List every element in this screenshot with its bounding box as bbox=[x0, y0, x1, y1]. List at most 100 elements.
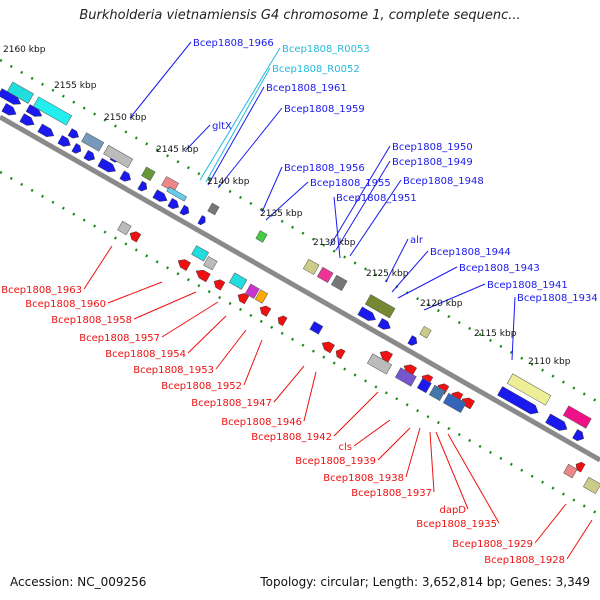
bottom-gene-label[interactable]: Bcep1808_1946 bbox=[221, 417, 302, 428]
forward-gene-arrow bbox=[137, 180, 148, 192]
bottom-gene-label[interactable]: Bcep1808_1935 bbox=[416, 519, 497, 530]
bottom-gene-label[interactable]: dapD bbox=[439, 505, 466, 516]
top-gene-label[interactable]: Bcep1808_1956 bbox=[284, 163, 365, 174]
feature-box bbox=[228, 272, 248, 290]
feature-box bbox=[302, 258, 320, 276]
bottom-gene-label[interactable]: Bcep1808_1958 bbox=[51, 315, 132, 326]
reverse-gene-arrow bbox=[321, 341, 335, 354]
forward-gene-arrow bbox=[179, 204, 190, 216]
forward-gene-arrow bbox=[357, 306, 376, 321]
kbp-tick-label: 2160 kbp bbox=[3, 45, 46, 55]
label-connector bbox=[385, 238, 409, 283]
forward-gene-arrow bbox=[407, 335, 418, 346]
reverse-gene-arrow bbox=[213, 279, 226, 291]
forward-gene-arrow bbox=[497, 386, 539, 415]
forward-gene-arrow bbox=[545, 413, 568, 431]
reverse-gene-arrow bbox=[335, 348, 346, 360]
feature-box bbox=[103, 144, 134, 169]
top-gene-label[interactable]: Bcep1808_1948 bbox=[403, 176, 484, 187]
feature-box bbox=[416, 377, 432, 394]
top-gene-label[interactable]: alr bbox=[410, 235, 424, 246]
feature-box bbox=[563, 463, 578, 479]
map-title: Burkholderia vietnamiensis G4 chromosome… bbox=[79, 8, 521, 23]
label-connector bbox=[207, 86, 265, 186]
top-gene-label[interactable]: Bcep1808_R0053 bbox=[282, 44, 370, 55]
label-connector bbox=[83, 245, 113, 290]
top-gene-label[interactable]: Bcep1808_1966 bbox=[193, 38, 274, 49]
top-gene-label[interactable]: gltX bbox=[212, 121, 232, 132]
feature-box bbox=[207, 202, 220, 216]
top-gene-label[interactable]: Bcep1808_1934 bbox=[517, 293, 598, 304]
bottom-gene-label[interactable]: cls bbox=[339, 442, 353, 453]
feature-box bbox=[366, 353, 393, 375]
top-gene-label[interactable]: Bcep1808_1943 bbox=[459, 263, 540, 274]
bottom-gene-label[interactable]: Bcep1808_1952 bbox=[161, 381, 242, 392]
label-connector bbox=[435, 431, 469, 510]
top-gene-label[interactable]: Bcep1808_R0052 bbox=[272, 64, 360, 75]
feature-box bbox=[316, 266, 334, 284]
label-connector bbox=[215, 329, 247, 370]
forward-gene-arrow bbox=[119, 170, 131, 182]
top-gene-label[interactable]: Bcep1808_1959 bbox=[284, 104, 365, 115]
reverse-gene-arrow bbox=[277, 315, 288, 327]
label-connector bbox=[303, 371, 317, 422]
accession-text: Accession: NC_009256 bbox=[10, 575, 147, 589]
kbp-tick-label: 2115 kbp bbox=[474, 329, 517, 339]
feature-box bbox=[81, 132, 105, 152]
bottom-gene-label[interactable]: Bcep1808_1938 bbox=[323, 473, 404, 484]
reverse-gene-arrow bbox=[575, 461, 586, 473]
bottom-gene-label[interactable]: Bcep1808_1960 bbox=[25, 299, 106, 310]
reverse-gene-arrow bbox=[195, 269, 211, 283]
label-connector bbox=[349, 179, 402, 257]
bottom-gene-label[interactable]: Bcep1808_1928 bbox=[484, 555, 565, 566]
label-connector bbox=[423, 283, 486, 311]
bottom-gene-label[interactable]: Bcep1808_1942 bbox=[251, 432, 332, 443]
label-connector bbox=[185, 124, 211, 151]
bottom-gene-label[interactable]: Bcep1808_1957 bbox=[79, 333, 160, 344]
top-gene-label[interactable]: Bcep1808_1961 bbox=[266, 83, 347, 94]
bottom-gene-label[interactable]: Bcep1808_1963 bbox=[1, 285, 82, 296]
reverse-gene-arrow bbox=[259, 305, 272, 317]
top-gene-label[interactable]: Bcep1808_1941 bbox=[487, 280, 568, 291]
feature-box bbox=[32, 96, 73, 126]
feature-box bbox=[255, 230, 268, 243]
bottom-gene-label[interactable]: Bcep1808_1954 bbox=[105, 349, 186, 360]
feature-box bbox=[442, 392, 467, 414]
top-gene-label[interactable]: Bcep1808_1955 bbox=[310, 178, 391, 189]
feature-box bbox=[6, 81, 34, 104]
kbp-tick-label: 2125 kbp bbox=[366, 269, 409, 279]
label-connector bbox=[107, 281, 163, 304]
top-gene-label[interactable]: Bcep1808_1944 bbox=[430, 247, 511, 258]
kbp-tick-label: 2140 kbp bbox=[207, 177, 250, 187]
bottom-gene-label[interactable]: Bcep1808_1953 bbox=[133, 365, 214, 376]
forward-gene-arrow bbox=[19, 113, 35, 126]
feature-box bbox=[364, 294, 396, 319]
bottom-gene-label[interactable]: Bcep1808_1939 bbox=[295, 456, 376, 467]
feature-box bbox=[254, 289, 269, 304]
label-connector bbox=[243, 339, 263, 386]
feature-box bbox=[506, 373, 552, 406]
feature-box bbox=[309, 321, 324, 335]
kbp-tick-label: 2130 kbp bbox=[313, 238, 356, 248]
forward-gene-arrow bbox=[197, 215, 206, 226]
feature-box bbox=[161, 176, 179, 193]
label-connector bbox=[405, 427, 421, 478]
top-gene-label[interactable]: Bcep1808_1950 bbox=[392, 142, 473, 153]
top-gene-label[interactable]: Bcep1808_1951 bbox=[336, 193, 417, 204]
label-connector bbox=[335, 160, 391, 251]
bottom-gene-label[interactable]: Bcep1808_1947 bbox=[191, 398, 272, 409]
reverse-gene-arrow bbox=[177, 259, 191, 271]
label-connector bbox=[397, 266, 458, 299]
label-connector bbox=[566, 519, 593, 560]
reverse-gene-arrow bbox=[379, 350, 393, 363]
label-connector bbox=[265, 181, 309, 221]
bottom-gene-label[interactable]: Bcep1808_1929 bbox=[452, 539, 533, 550]
kbp-tick-label: 2135 kbp bbox=[260, 209, 303, 219]
feature-box bbox=[244, 283, 260, 299]
reverse-gene-arrow bbox=[461, 397, 475, 410]
bottom-gene-label[interactable]: Bcep1808_1937 bbox=[351, 488, 432, 499]
top-gene-label[interactable]: Bcep1808_1949 bbox=[392, 157, 473, 168]
rna-feature bbox=[166, 186, 187, 202]
